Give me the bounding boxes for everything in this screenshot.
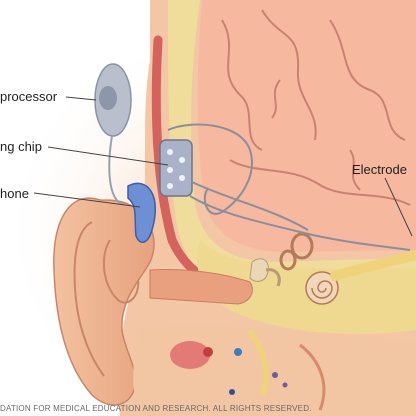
copyright-notice: DATION FOR MEDICAL EDUCATION AND RESEARC… xyxy=(0,404,312,413)
tissue-details xyxy=(170,328,326,411)
label-speech-processor: processor xyxy=(0,89,58,104)
ear-canal xyxy=(149,269,253,305)
jaw-tissue xyxy=(133,325,416,416)
electrode-wires xyxy=(167,123,411,251)
microphone-device xyxy=(127,182,157,243)
receiving-chip xyxy=(159,139,193,197)
label-electrode: Electrode xyxy=(352,162,407,177)
auditory-nerve xyxy=(330,250,416,281)
brain-tissue xyxy=(197,0,416,252)
label-microphone: hone xyxy=(0,186,29,201)
cochlea xyxy=(305,271,339,305)
semicircular-canals xyxy=(279,232,314,271)
leader-lines xyxy=(33,96,413,237)
brain-folds xyxy=(221,9,411,206)
ossicles xyxy=(249,258,281,287)
label-receiving-chip: ng chip xyxy=(0,139,42,154)
muscle-band xyxy=(151,35,205,280)
speech-processor xyxy=(94,63,132,206)
ear-concha xyxy=(102,239,140,304)
ear-inner-fold xyxy=(73,221,105,377)
